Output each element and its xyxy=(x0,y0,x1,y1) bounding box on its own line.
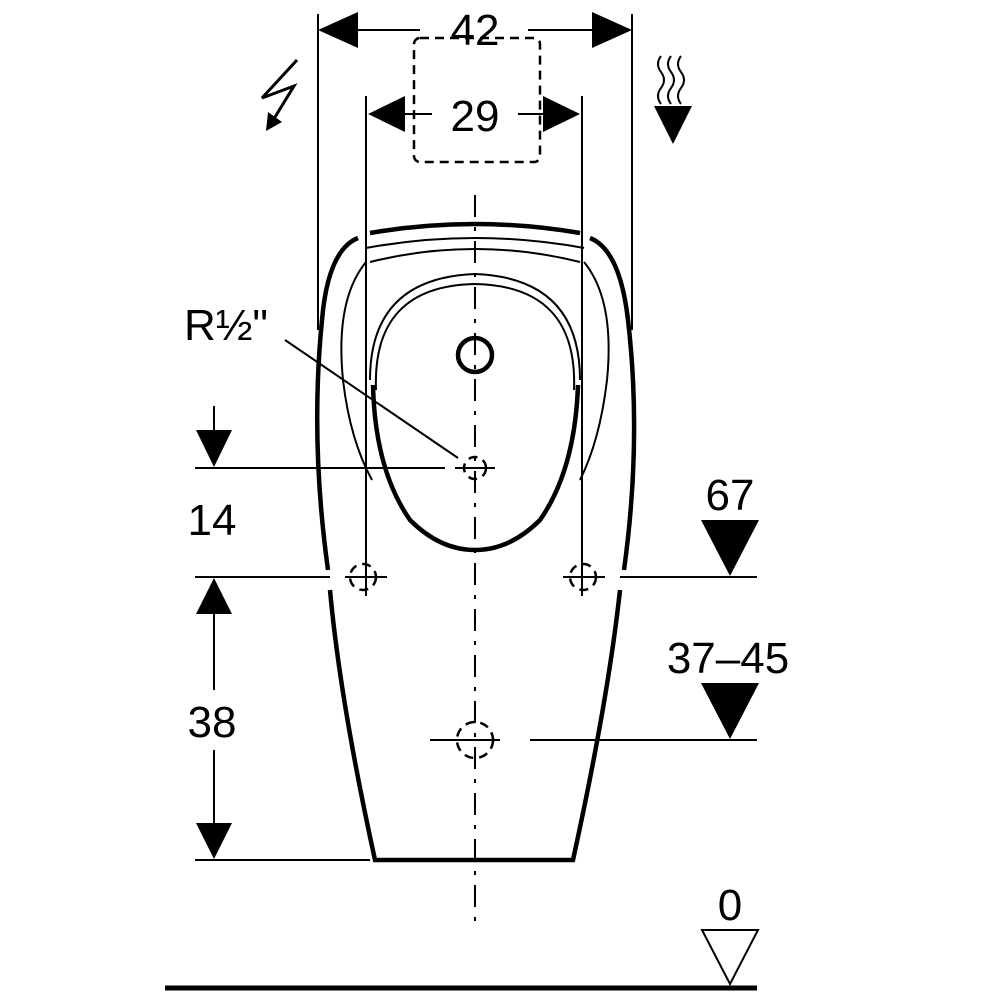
floor-level-label: 0 xyxy=(718,881,742,930)
fixing-point-left xyxy=(345,562,387,592)
level-fixing-height: 67 xyxy=(701,471,759,576)
level-outlet-height: 37–45 xyxy=(667,634,789,739)
inlet-hole xyxy=(455,335,495,375)
inlet-leader-line xyxy=(284,339,459,459)
fixing-width-label: 29 xyxy=(451,92,500,141)
fixing-point-right xyxy=(563,562,605,592)
inlet-thread-label: R½" xyxy=(184,301,268,350)
overall-width-label: 42 xyxy=(451,6,500,55)
fixing-to-bottom-label: 38 xyxy=(188,698,237,747)
outlet-height-label: 37–45 xyxy=(667,634,789,683)
level-floor: 0 xyxy=(700,881,760,987)
flush-unit-outline xyxy=(412,36,542,164)
dimension-fixing-to-bottom: 38 xyxy=(188,576,757,861)
dimension-overall-width: 42 xyxy=(317,6,633,330)
outlet-marker xyxy=(430,720,757,760)
electric-connection-icon xyxy=(260,58,299,131)
inlet-marker xyxy=(455,455,495,481)
fixing-height-label: 67 xyxy=(706,471,755,520)
urinal-body xyxy=(314,221,637,863)
dimension-fixing-width: 29 xyxy=(365,92,583,596)
dimension-inlet-offset: 14 xyxy=(188,406,445,545)
hot-air-outlet-icon xyxy=(654,55,692,144)
inlet-offset-label: 14 xyxy=(188,496,237,545)
